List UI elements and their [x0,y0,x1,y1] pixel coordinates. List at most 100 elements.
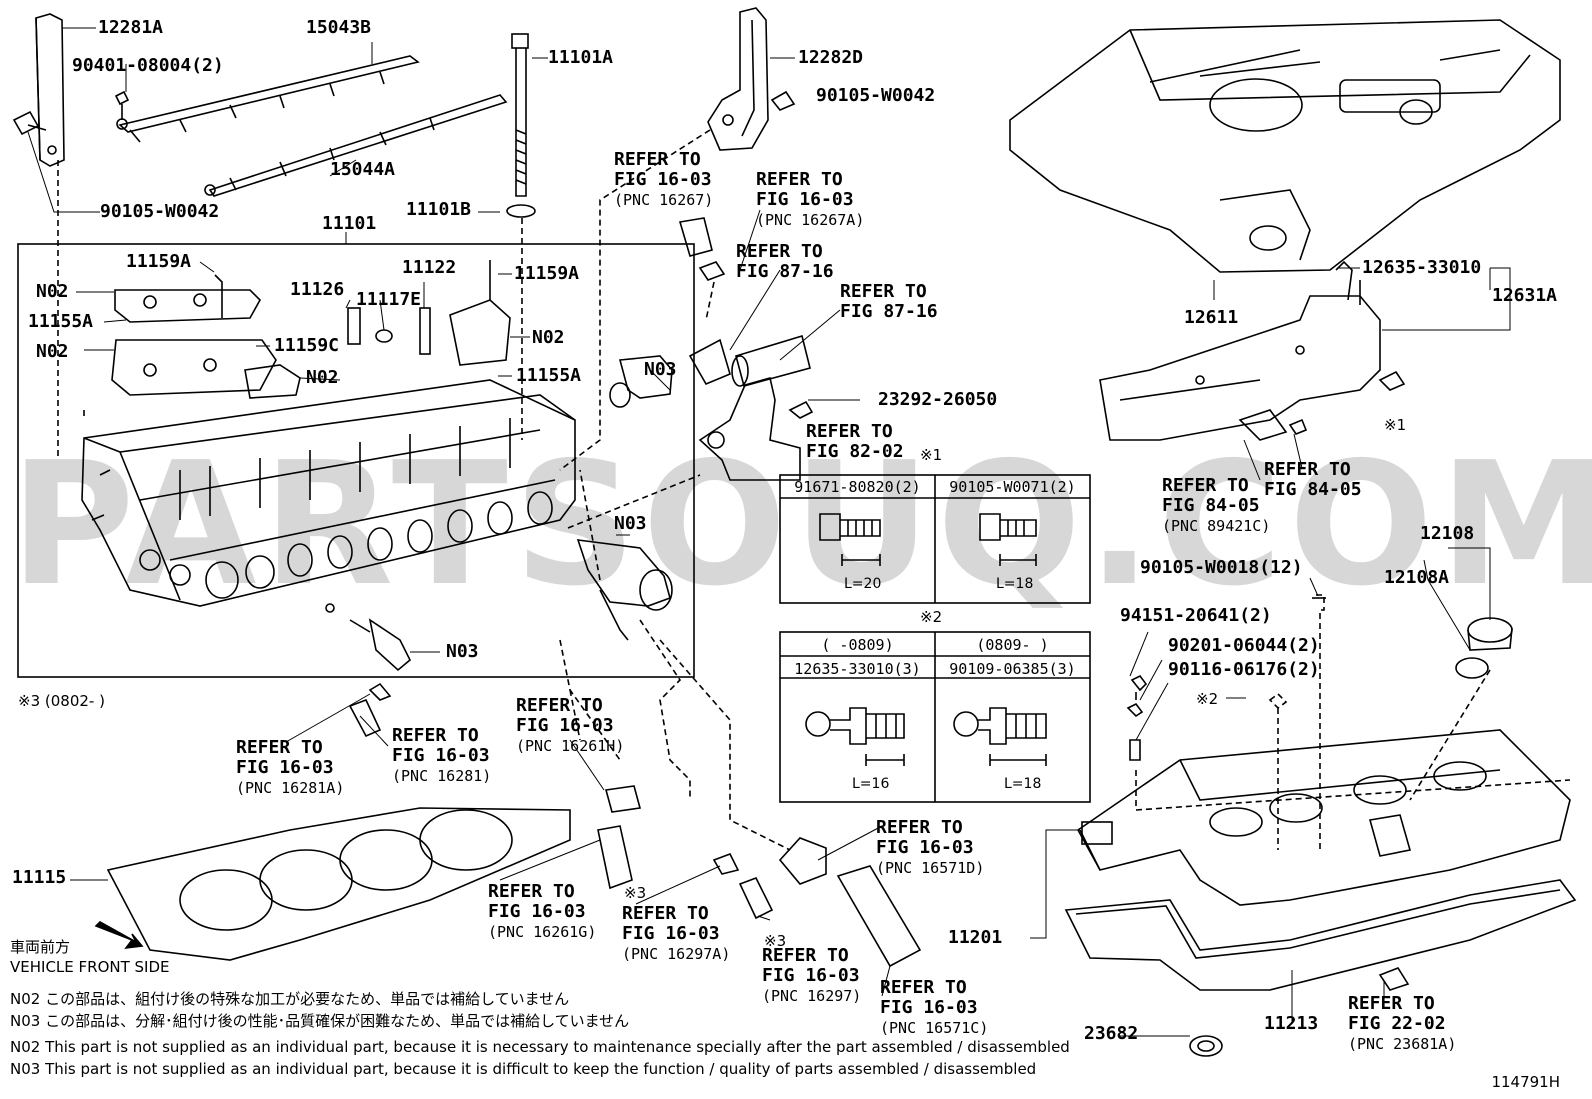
refer-to-fig-84-05[interactable]: REFER TO FIG 84-05 [1264,459,1362,500]
diagram-id: 114791H [1491,1073,1560,1091]
refer-to-16261h[interactable]: REFER TO FIG 16-03 (PNC 16261H) [516,695,625,756]
mark-2-table: ※2 [920,608,943,626]
label-15044a[interactable]: 15044A [330,159,396,180]
label-11115[interactable]: 11115 [12,867,67,888]
hose-16571 [778,837,922,968]
refer-to-16297a[interactable]: REFER TO FIG 16-03 (PNC 16297A) [622,903,731,964]
label-12282d[interactable]: 12282D [798,47,864,68]
label-11155a-left[interactable]: 11155A [28,311,94,332]
label-n02-b[interactable]: N02 [36,341,69,362]
label-23292-26050[interactable]: 23292-26050 [878,389,998,410]
refer-to-16297[interactable]: REFER TO FIG 16-03 (PNC 16297) [762,945,862,1006]
label-94151-20641[interactable]: 94151-20641(2) [1120,605,1272,626]
note-n03-en: N03 This part is not supplied as an indi… [10,1060,1037,1078]
label-12635-33010-top[interactable]: 12635-33010 [1362,257,1482,278]
hoses-upper [678,217,811,387]
table2-hdr2: (0809- ) [976,636,1049,654]
watermark-text: PARTSOUQ.COM [10,426,1592,624]
refer-to-89421c[interactable]: REFER TO FIG 84-05 (PNC 89421C) [1162,475,1271,536]
cover-bracket-12631a [1099,260,1406,441]
label-n03-b[interactable]: N03 [614,513,647,534]
mark-3-legend: ※3 (0802- ) [18,692,105,710]
label-11101a[interactable]: 11101A [548,47,614,68]
hose-16281 [348,698,382,738]
note-n02-en: N02 This part is not supplied as an indi… [10,1038,1070,1056]
table2-dim2: L=18 [1004,776,1042,792]
label-11117e[interactable]: 11117E [356,289,422,310]
refer-to-fig-87-16-b[interactable]: REFER TO FIG 87-16 [840,281,938,322]
fastener-table-1 [779,474,1091,604]
label-90201-06044[interactable]: 90201-06044(2) [1168,635,1320,656]
cylinder-head-gasket-11115 [106,807,571,961]
note-n02-jp: N02 この部品は、組付け後の特殊な加工が必要なため、単品では補給していません [10,990,570,1008]
label-11122[interactable]: 11122 [402,257,457,278]
label-12108[interactable]: 12108 [1420,523,1475,544]
label-12611[interactable]: 12611 [1184,307,1239,328]
label-12631a[interactable]: 12631A [1492,285,1558,306]
mark-2-part: ※2 [1196,690,1219,708]
label-11101b[interactable]: 11101B [406,199,472,220]
engine-cover-12611 [1009,19,1561,273]
vehicle-front-arrow [94,921,144,950]
water-outlet-fitting [576,355,673,641]
vehicle-front-en: VEHICLE FRONT SIDE [10,958,170,976]
label-23682[interactable]: 23682 [1084,1023,1139,1044]
label-90116-06176[interactable]: 90116-06176(2) [1168,659,1320,680]
cylinder-head-block [81,379,576,613]
table1-col2: 90105-W0071(2) [949,478,1076,496]
vehicle-front-jp: 車両前方 [10,938,71,956]
mark-1-table: ※1 [920,446,943,464]
injection-pipe-clamp-rails [116,55,508,197]
cylinder-head-group-box [17,243,695,678]
label-n03-a[interactable]: N03 [644,359,677,380]
label-11159c[interactable]: 11159C [274,335,340,356]
engine-hanger-12281a [12,13,65,167]
refer-to-16281[interactable]: REFER TO FIG 16-03 (PNC 16281) [392,725,492,786]
head-bolt-11101a [506,33,536,440]
refer-to-23681a[interactable]: REFER TO FIG 22-02 (PNC 23681A) [1348,993,1457,1054]
table2-col2: 90109-06385(3) [949,660,1076,678]
refer-to-fig-82-02[interactable]: REFER TO FIG 82-02 [806,421,904,462]
label-90105-w0042-left[interactable]: 90105-W0042 [100,201,220,222]
mark-3-b: ※3 [764,932,787,950]
label-12281a[interactable]: 12281A [98,17,164,38]
hose-16261 [597,785,642,890]
refer-to-16571c[interactable]: REFER TO FIG 16-03 (PNC 16571C) [880,977,989,1038]
camshaft-bearing-caps [111,289,511,399]
label-90401-08004[interactable]: 90401-08004(2) [72,55,224,76]
label-n02-c[interactable]: N02 [306,367,339,388]
engine-hanger-12282d [707,7,796,151]
label-11126[interactable]: 11126 [290,279,345,300]
label-11213[interactable]: 11213 [1264,1013,1319,1034]
refer-to-fig-87-16-a[interactable]: REFER TO FIG 87-16 [736,241,834,282]
refer-to-16281a[interactable]: REFER TO FIG 16-03 (PNC 16281A) [236,737,345,798]
refer-to-16571d[interactable]: REFER TO FIG 16-03 (PNC 16571D) [876,817,985,878]
label-n02-a[interactable]: N02 [36,281,69,302]
head-cover-gasket-11213 [1064,879,1577,991]
refer-to-16261g[interactable]: REFER TO FIG 16-03 (PNC 16261G) [488,881,597,942]
label-11201[interactable]: 11201 [948,927,1003,948]
refer-to-16267[interactable]: REFER TO FIG 16-03 (PNC 16267) [614,149,714,210]
label-n02-d[interactable]: N02 [532,327,565,348]
refer-to-16267a[interactable]: REFER TO FIG 16-03 (PNC 16267A) [756,169,865,230]
label-n03-c[interactable]: N03 [446,641,479,662]
oil-filler-cap [1455,617,1513,679]
label-11155a-right[interactable]: 11155A [516,365,582,386]
hose-16297 [712,852,774,920]
table2-col1: 12635-33010(3) [794,660,921,678]
table1-col1: 91671-80820(2) [794,478,921,496]
table1-dim1: L=20 [844,576,882,592]
label-11159a-left[interactable]: 11159A [126,251,192,272]
label-12108a[interactable]: 12108A [1384,567,1450,588]
label-90105-w0018[interactable]: 90105-W0018(12) [1140,557,1303,578]
label-11101[interactable]: 11101 [322,213,377,234]
cylinder-head-cover-11201 [1076,729,1571,906]
mark-1-cover: ※1 [1384,416,1407,434]
table2-hdr1: ( -0809) [821,636,894,654]
label-90105-w0042-top[interactable]: 90105-W0042 [816,85,936,106]
mark-3-a: ※3 [624,884,647,902]
note-n03-jp: N03 この部品は、分解･組付け後の性能･品質確保が困難なため、単品では補給して… [10,1012,630,1030]
label-11159a-right[interactable]: 11159A [514,263,580,284]
label-15043b[interactable]: 15043B [306,17,372,38]
